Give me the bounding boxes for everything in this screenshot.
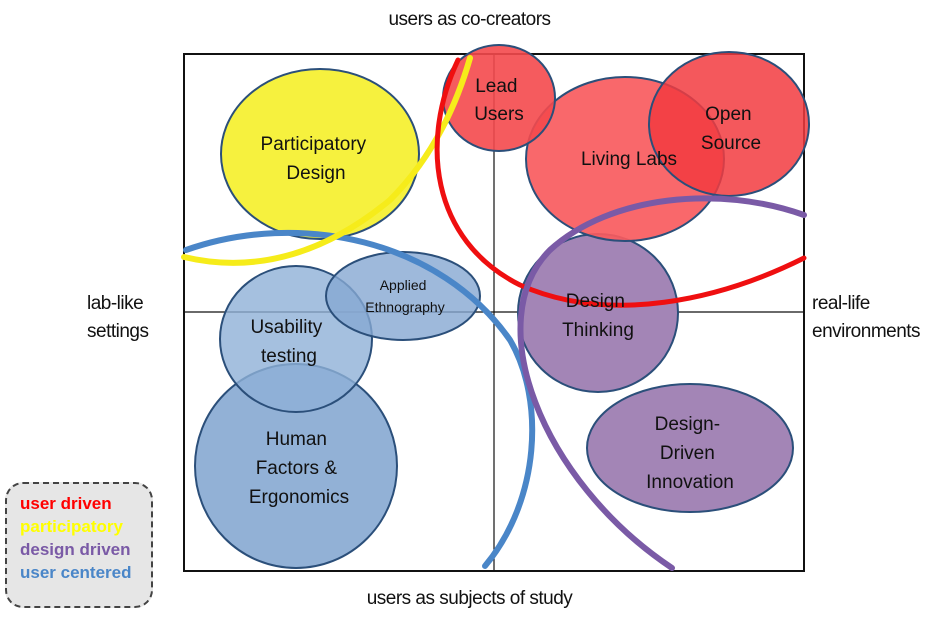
circle-applied-ethnography (325, 251, 481, 341)
axis-label-right-line2: environments (812, 321, 921, 342)
curve-participatory (181, 55, 473, 266)
label-design-thinking: Design Thinking (562, 291, 634, 341)
label-design-driven-innovation: Design- Driven Innovation (646, 414, 734, 493)
circle-design-driven-innovation (586, 383, 794, 513)
label-usability-testing: Usability testing (250, 317, 327, 367)
label-human-factors: Human Factors & Ergonomics (249, 429, 349, 508)
legend: user driven participatory design driven … (5, 482, 153, 608)
circle-participatory-design (220, 68, 420, 240)
label-open-source: Open Source (701, 104, 761, 154)
circle-open-source (648, 51, 810, 197)
legend-item-participatory: participatory (20, 517, 123, 536)
label-lead-users: Lead Users (474, 76, 524, 125)
axis-label-left-line2: settings (87, 321, 149, 342)
label-living-labs: Living Labs (581, 149, 677, 170)
axis-label-bottom: users as subjects of study (366, 588, 573, 609)
label-participatory-design: Participatory Design (261, 134, 372, 184)
axis-label-right-line1: real-life (812, 293, 870, 314)
axis-label-right: real-life environments (812, 290, 937, 346)
curve-user-driven (434, 57, 807, 308)
legend-item-design-driven: design driven (20, 540, 131, 559)
curve-user-centered (183, 229, 536, 569)
axis-label-left: lab-like settings (87, 290, 177, 346)
axis-label-top: users as co-creators (388, 9, 551, 30)
curve-design-driven (517, 195, 807, 571)
axis-label-left-line1: lab-like (87, 293, 144, 314)
legend-item-user-driven: user driven (20, 494, 112, 513)
legend-item-user-centered: user centered (20, 563, 132, 582)
label-applied-ethnography: Applied Ethnography (365, 277, 444, 315)
